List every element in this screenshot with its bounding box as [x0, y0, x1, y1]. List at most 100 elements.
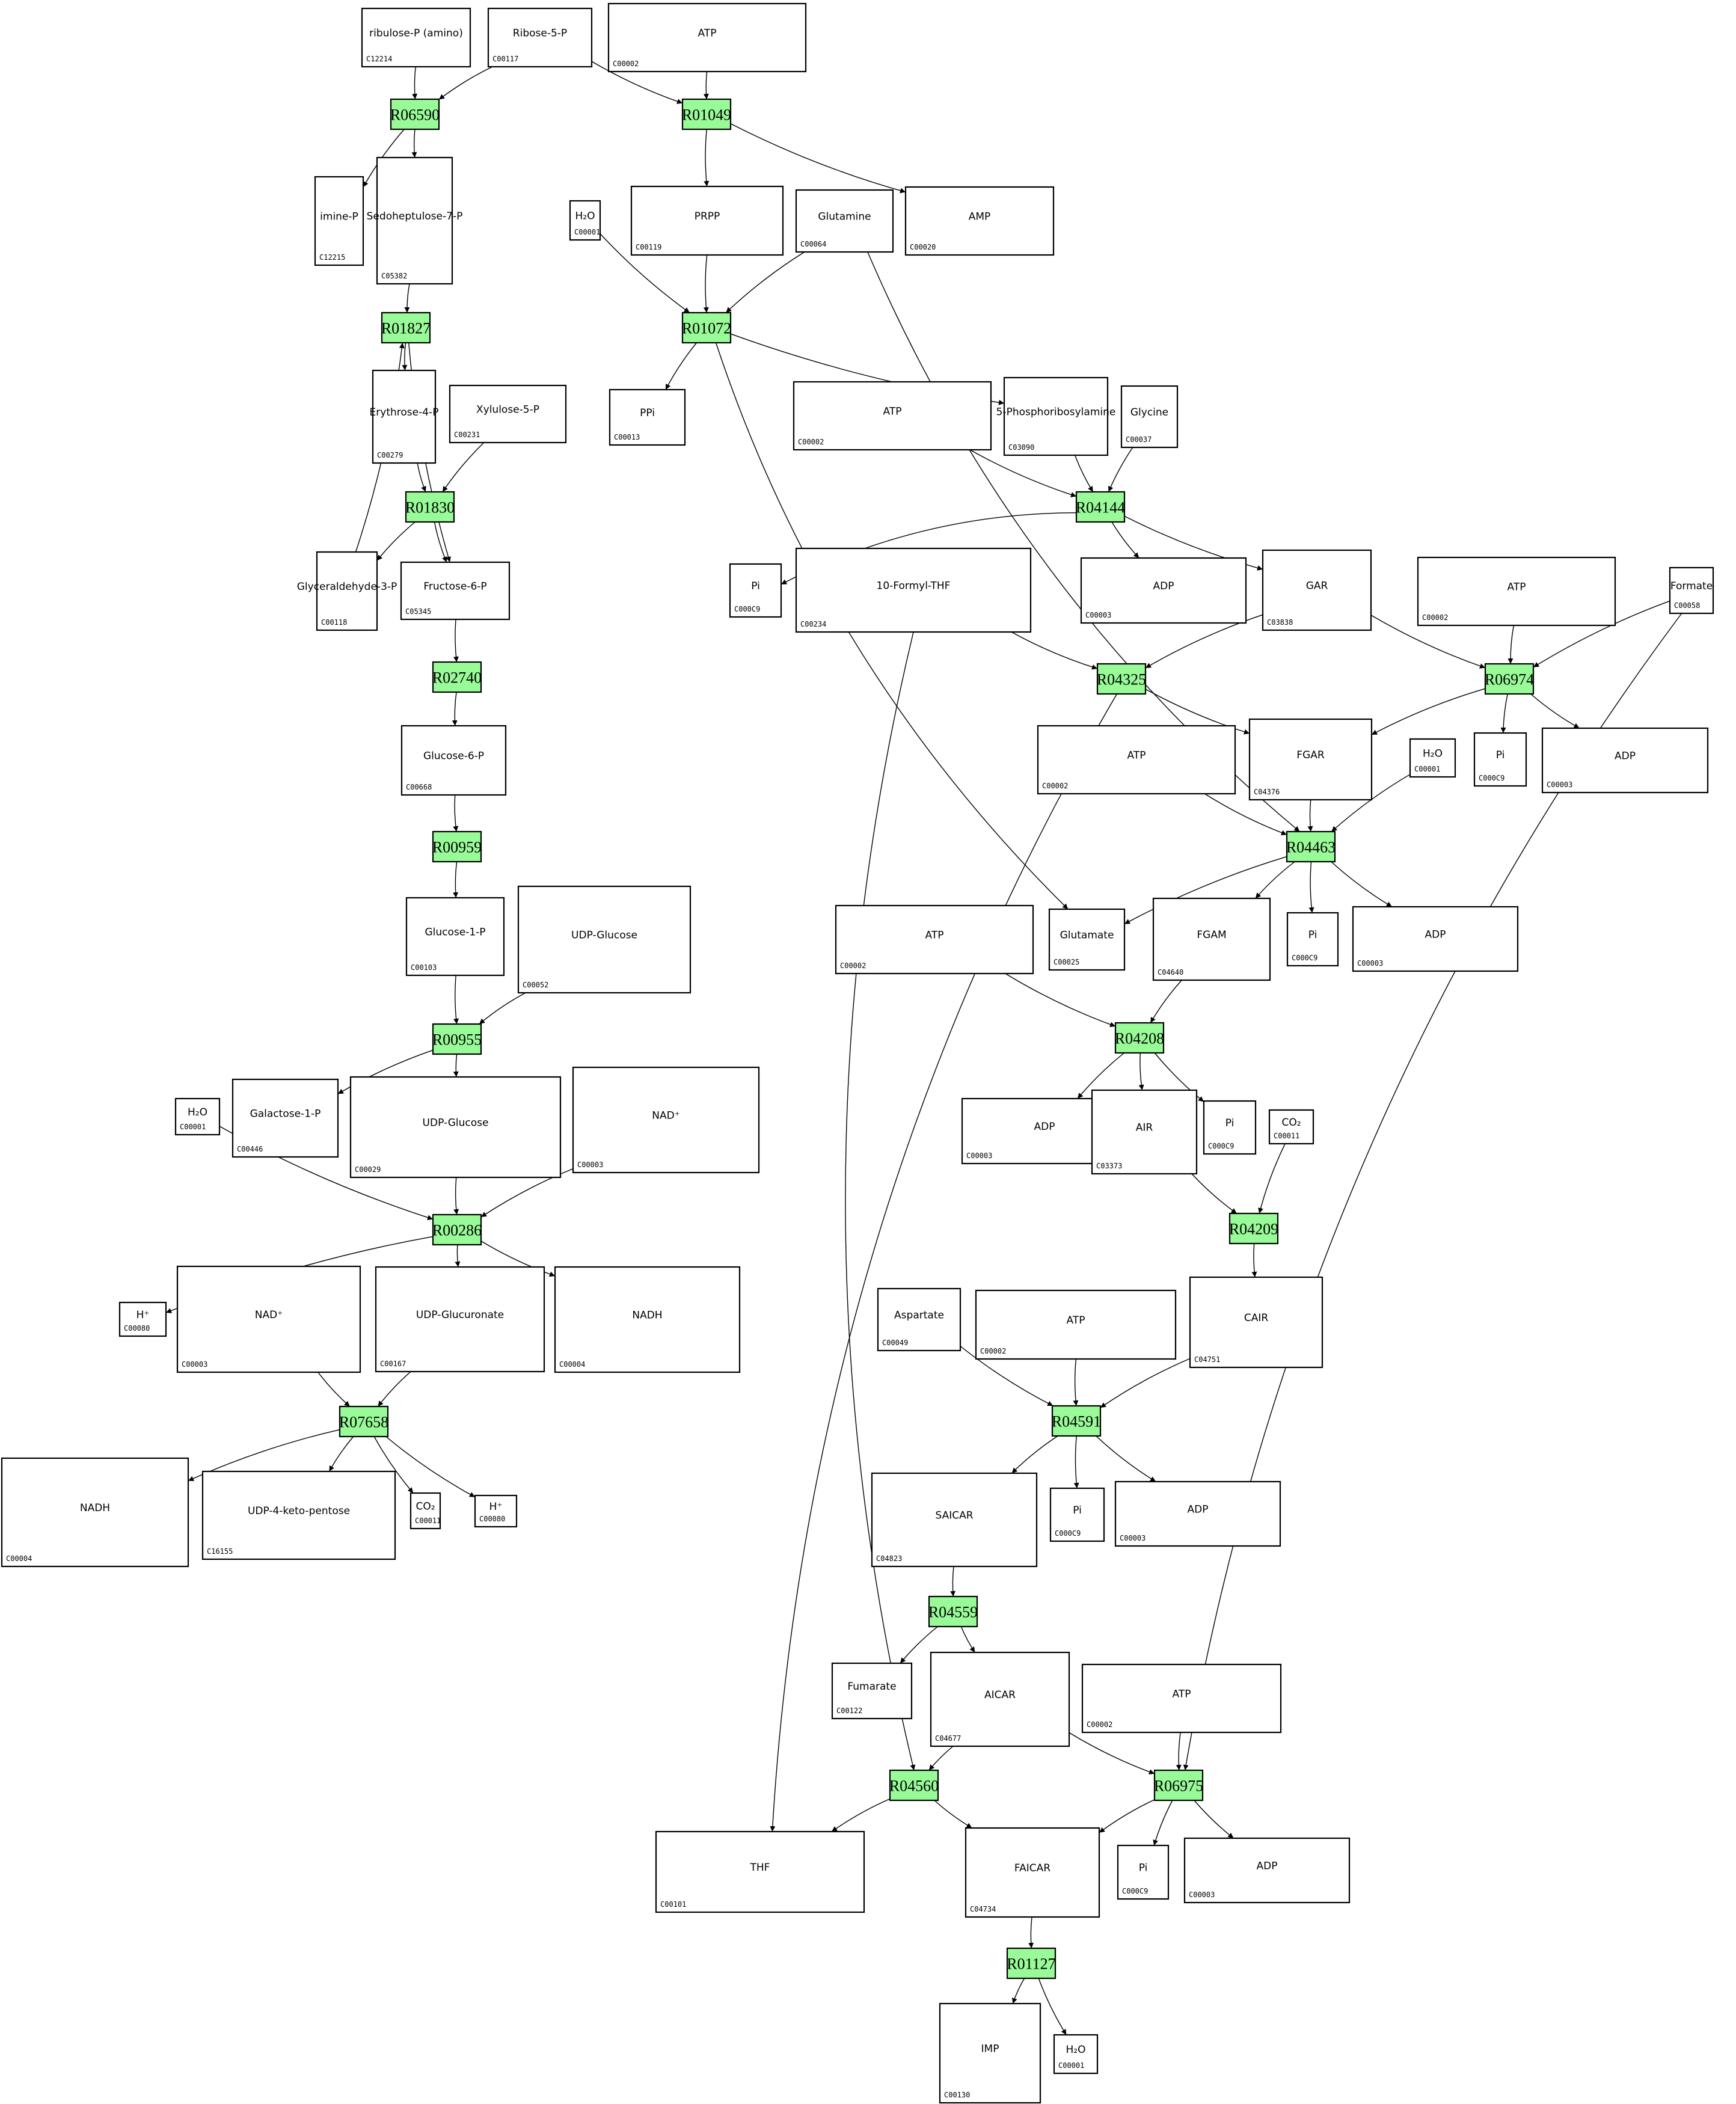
structure-label: THF — [750, 1862, 770, 1874]
compound-id: C00001 — [180, 1123, 206, 1131]
reaction-node-r01049[interactable]: R01049 — [682, 98, 731, 130]
compound-node-c12214[interactable]: ribulose-P (amino)C12214 — [361, 7, 471, 68]
reaction-node-r06975[interactable]: R06975 — [1154, 1769, 1203, 1802]
reaction-node-r02740[interactable]: R02740 — [432, 661, 482, 693]
reaction-node-r00286[interactable]: R00286 — [432, 1213, 482, 1246]
compound-id: C00167 — [380, 1360, 406, 1368]
reaction-id: R00286 — [432, 1222, 482, 1239]
edge-c00011a-to-r04209 — [1258, 1143, 1286, 1214]
structure-label: CO₂ — [1281, 1117, 1301, 1129]
reaction-node-r01072[interactable]: R01072 — [682, 311, 731, 344]
compound-box — [400, 725, 507, 796]
reaction-node-r06974[interactable]: R06974 — [1485, 663, 1534, 695]
reaction-node-r04463[interactable]: R04463 — [1286, 830, 1336, 863]
reaction-node-r01127[interactable]: R01127 — [1006, 1947, 1057, 1980]
reaction-node-r01830[interactable]: R01830 — [405, 491, 455, 523]
reaction-node-r04591[interactable]: R04591 — [1052, 1405, 1101, 1437]
compound-node-c00080[interactable]: H⁺C00080 — [118, 1301, 167, 1337]
reaction-node-r04208[interactable]: R04208 — [1115, 1022, 1164, 1054]
reaction-node-r01827[interactable]: R01827 — [381, 311, 431, 344]
reaction-node-r04559[interactable]: R04559 — [928, 1595, 978, 1628]
structure-label: Pi — [751, 580, 760, 592]
reaction-node-r06590[interactable]: R06590 — [390, 98, 440, 130]
compound-box — [975, 1289, 1177, 1360]
compound-node-c00080[interactable]: H⁺C00080 — [474, 1494, 518, 1528]
reaction-node-r04144[interactable]: R04144 — [1076, 491, 1125, 523]
compound-id: C00446 — [237, 1145, 263, 1153]
edge-c04823-to-r04559 — [950, 1566, 956, 1597]
compound-node-c00003[interactable]: NAD⁺C00003 — [572, 1066, 760, 1174]
reaction-node-r04325[interactable]: R04325 — [1097, 663, 1146, 695]
compound-node-c00003[interactable]: NAD⁺C00003 — [176, 1265, 361, 1373]
reaction-node-r04209[interactable]: R04209 — [1229, 1212, 1278, 1245]
reaction-node-r00955[interactable]: R00955 — [432, 1023, 482, 1055]
edge-c03090-to-r04144 — [1075, 455, 1094, 492]
reaction-node-r07658[interactable]: R07658 — [339, 1405, 388, 1438]
compound-id: C00003 — [1120, 1534, 1146, 1542]
reaction-node-r00959[interactable]: R00959 — [432, 830, 482, 863]
reaction-node-r04560[interactable]: R04560 — [889, 1769, 939, 1802]
